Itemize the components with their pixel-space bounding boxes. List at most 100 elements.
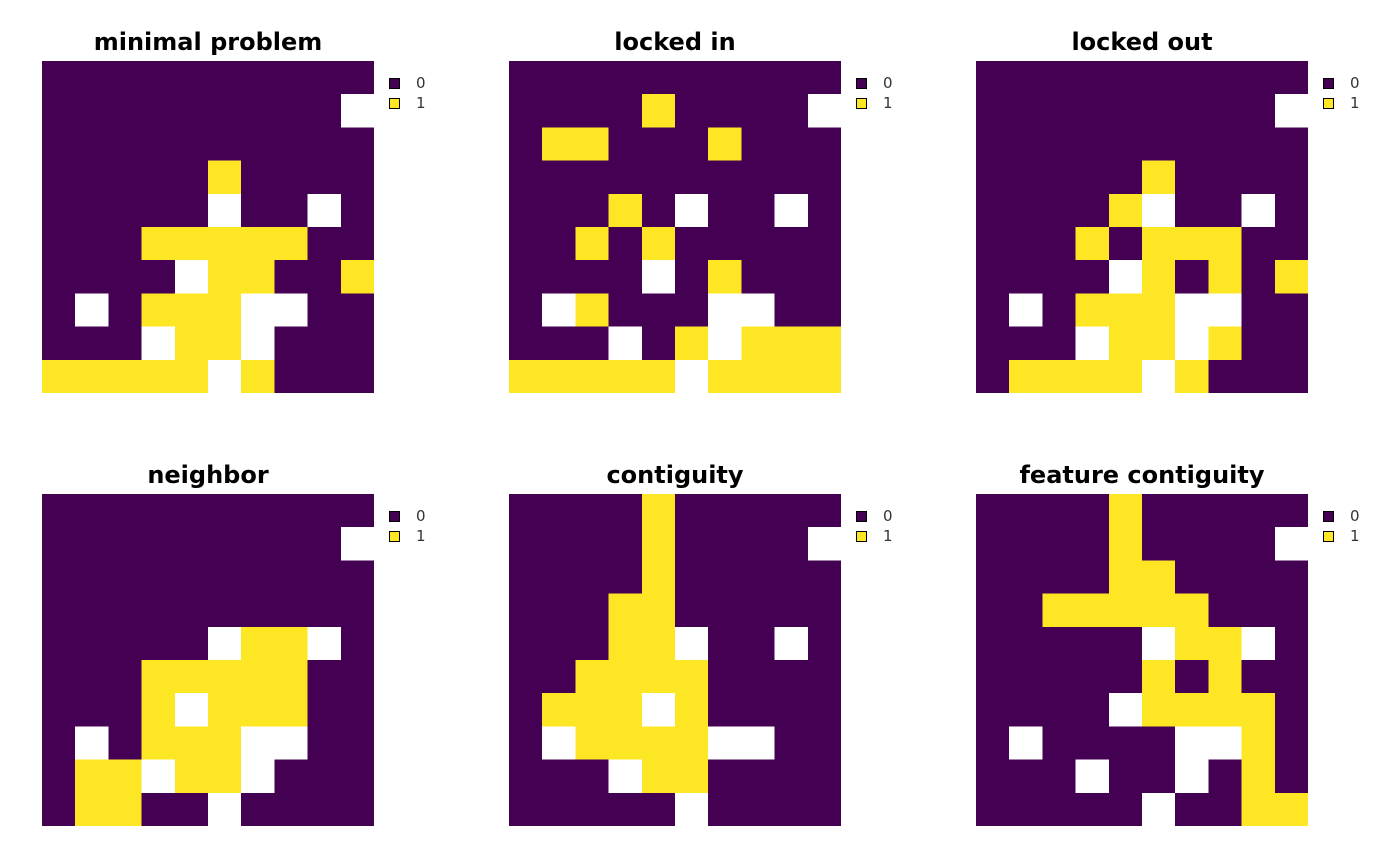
cell-value-1 <box>1208 260 1243 294</box>
cell-value-1 <box>641 660 676 694</box>
cell-value-0 <box>1175 494 1209 528</box>
cell-value-0 <box>274 494 309 528</box>
cell-na <box>741 293 776 328</box>
cell-value-0 <box>1042 227 1077 261</box>
cell-value-0 <box>108 326 143 361</box>
cell-value-0 <box>241 193 275 228</box>
cell-value-1 <box>108 792 143 826</box>
cell-value-0 <box>976 227 1010 261</box>
cell-na <box>1175 759 1209 794</box>
cell-value-0 <box>307 759 342 794</box>
cell-value-0 <box>608 160 643 195</box>
legend-swatch <box>1323 77 1334 89</box>
cell-value-0 <box>1075 94 1110 128</box>
cell-value-0 <box>708 160 742 195</box>
cell-value-0 <box>774 726 809 761</box>
panel-title: locked in <box>614 28 736 56</box>
cell-value-0 <box>807 660 841 694</box>
cell-na <box>641 260 676 294</box>
cell-value-0 <box>1042 193 1077 228</box>
cell-value-0 <box>141 527 176 561</box>
cell-value-0 <box>1208 94 1243 128</box>
cell-value-1 <box>174 293 209 328</box>
cell-value-0 <box>241 127 275 162</box>
cell-value-0 <box>174 792 209 826</box>
cell-value-0 <box>274 560 309 595</box>
cell-value-1 <box>608 726 643 761</box>
cell-value-0 <box>774 160 809 195</box>
cell-value-1 <box>1142 160 1176 195</box>
cell-value-1 <box>741 359 776 393</box>
cell-value-1 <box>675 726 709 761</box>
cell-value-0 <box>307 560 342 595</box>
cell-na <box>807 94 841 128</box>
cell-value-1 <box>1241 759 1276 794</box>
cell-value-0 <box>208 527 242 561</box>
cell-value-0 <box>174 193 209 228</box>
cell-value-0 <box>976 193 1010 228</box>
cell-value-1 <box>741 326 776 361</box>
cell-value-0 <box>575 626 610 661</box>
legend-item-0: 0 <box>856 73 893 93</box>
cell-value-0 <box>807 593 841 628</box>
cell-value-1 <box>241 660 275 694</box>
cell-value-0 <box>42 326 76 361</box>
cell-value-0 <box>774 260 809 294</box>
cell-value-0 <box>976 293 1010 328</box>
cell-value-0 <box>1075 494 1110 528</box>
legend-item-0: 0 <box>856 506 893 526</box>
cell-value-0 <box>708 494 742 528</box>
cell-value-0 <box>575 494 610 528</box>
cell-na <box>675 792 709 826</box>
cell-value-1 <box>1009 359 1043 393</box>
cell-value-0 <box>976 160 1010 195</box>
cell-value-0 <box>976 626 1010 661</box>
cell-value-0 <box>542 759 576 794</box>
cell-value-0 <box>608 227 643 261</box>
legend-item-1: 1 <box>389 526 426 546</box>
cell-value-0 <box>575 527 610 561</box>
cell-value-0 <box>1108 160 1143 195</box>
cell-value-0 <box>774 759 809 794</box>
raster-grid <box>42 61 374 393</box>
cell-value-0 <box>241 792 275 826</box>
cell-value-0 <box>1241 494 1276 528</box>
cell-value-0 <box>708 227 742 261</box>
cell-value-0 <box>675 61 709 95</box>
panel-title: locked out <box>1071 28 1213 56</box>
cell-value-0 <box>1175 127 1209 162</box>
legend-swatch <box>389 97 400 109</box>
cell-value-0 <box>340 326 374 361</box>
cell-value-0 <box>675 593 709 628</box>
cell-value-1 <box>274 227 309 261</box>
cell-value-0 <box>675 227 709 261</box>
cell-value-0 <box>675 160 709 195</box>
cell-value-0 <box>976 792 1010 826</box>
cell-value-0 <box>1075 61 1110 95</box>
cell-value-0 <box>141 160 176 195</box>
cell-value-0 <box>807 260 841 294</box>
cell-value-0 <box>75 127 109 162</box>
cell-value-0 <box>1009 494 1043 528</box>
cell-value-1 <box>241 359 275 393</box>
cell-value-0 <box>1175 94 1209 128</box>
cell-value-0 <box>1108 759 1143 794</box>
cell-value-0 <box>307 660 342 694</box>
cell-value-1 <box>141 227 176 261</box>
cell-value-0 <box>976 326 1010 361</box>
cell-value-0 <box>174 593 209 628</box>
cell-value-0 <box>42 626 76 661</box>
cell-value-0 <box>340 593 374 628</box>
cell-value-0 <box>641 160 676 195</box>
cell-value-0 <box>575 160 610 195</box>
cell-value-0 <box>741 494 776 528</box>
cell-value-0 <box>141 494 176 528</box>
cell-value-0 <box>774 227 809 261</box>
cell-na <box>141 326 176 361</box>
cell-value-0 <box>542 260 576 294</box>
cell-value-1 <box>274 626 309 661</box>
cell-value-1 <box>1142 326 1176 361</box>
cell-value-1 <box>1241 792 1276 826</box>
cell-value-0 <box>75 527 109 561</box>
